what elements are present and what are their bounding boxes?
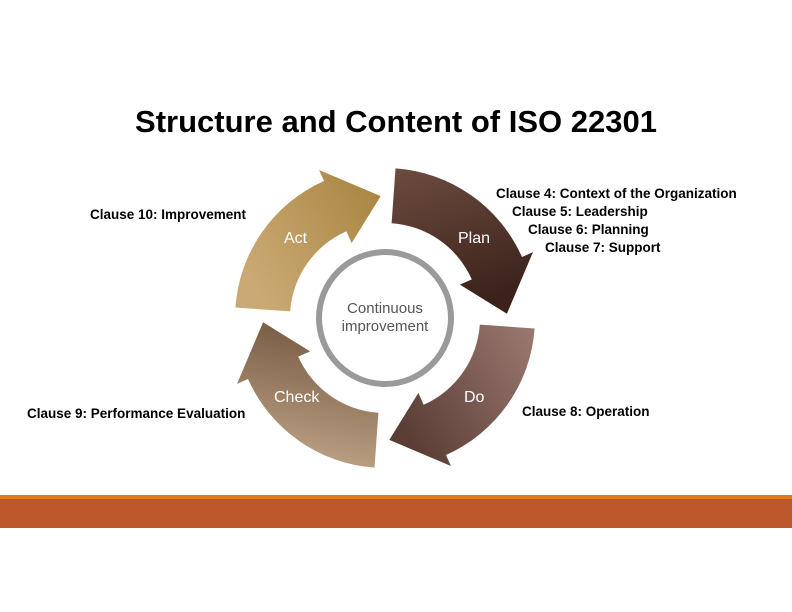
clause-10: Clause 10: Improvement (90, 207, 247, 222)
stage-check-label: Check (274, 389, 320, 406)
clause-8: Clause 8: Operation (522, 404, 650, 419)
center-label-line-1: Continuous (347, 300, 423, 317)
center-ring (316, 249, 454, 387)
slide-title: Structure and Content of ISO 22301 (135, 104, 657, 139)
clause-5: Clause 5: Leadership (512, 204, 648, 219)
arrow-check (237, 322, 379, 468)
center-label: Continuous improvement (320, 300, 450, 336)
arrow-plan (391, 168, 533, 314)
footer-bar (0, 499, 792, 528)
center-label-line-2: improvement (341, 318, 429, 335)
clause-6: Clause 6: Planning (528, 222, 649, 237)
stage-act-label: Act (284, 230, 308, 247)
accent-line (0, 495, 792, 499)
stage-do-label: Do (464, 389, 485, 406)
arrow-act (235, 170, 381, 312)
clause-9: Clause 9: Performance Evaluation (27, 406, 246, 421)
clause-4: Clause 4: Context of the Organization (496, 186, 737, 201)
arrow-do (389, 324, 535, 466)
clause-7: Clause 7: Support (545, 240, 661, 255)
stage-plan-label: Plan (458, 230, 491, 247)
